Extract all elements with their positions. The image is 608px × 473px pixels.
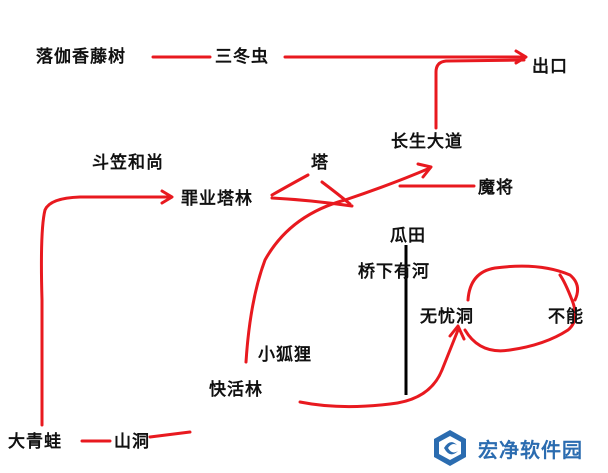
arrowhead-forest — [160, 189, 174, 205]
node-exit: 出口 — [532, 57, 568, 77]
arrowhead-road — [416, 162, 433, 179]
edge-cannot-loop-top — [466, 264, 580, 302]
node-doudi-monk: 斗笠和尚 — [92, 153, 164, 173]
edge-cave-tail — [148, 430, 192, 439]
node-demon-general: 魔将 — [478, 178, 514, 198]
edge-cave-loop — [463, 273, 577, 353]
node-happy-forest: 快活林 — [209, 380, 263, 400]
edge-frog-to-forest — [39, 195, 172, 427]
node-little-fox: 小狐狸 — [258, 345, 312, 365]
edge-happy-to-cave — [298, 328, 460, 409]
node-under-bridge-river: 桥下有河 — [358, 262, 430, 282]
edge-forest-to-junction — [270, 196, 354, 208]
node-melon-field: 瓜田 — [390, 226, 426, 246]
node-mountain-cave: 山洞 — [114, 432, 150, 452]
node-sin-pagoda-forest: 罪业塔林 — [181, 189, 253, 209]
node-luojia-tree: 落伽香藤树 — [36, 47, 126, 67]
watermark-text: 宏净软件园 — [478, 437, 583, 462]
edge-tower-to-junction — [320, 180, 352, 206]
node-tower: 塔 — [311, 153, 329, 173]
edge-fox-to-road — [244, 166, 432, 364]
watermark: 宏净软件园 — [430, 428, 602, 468]
edge-forest-to-tower — [270, 173, 310, 197]
node-big-frog: 大青蛙 — [8, 432, 62, 452]
node-longevity-road: 长生大道 — [391, 132, 463, 152]
edge-road-to-exit — [434, 58, 526, 130]
node-carefree-cave: 无忧洞 — [420, 307, 474, 327]
hexagon-swirl-logo — [434, 430, 466, 466]
node-three-winter-bug: 三冬虫 — [215, 47, 269, 67]
arrowhead-cave — [448, 324, 466, 341]
node-cannot: 不能 — [548, 307, 584, 327]
